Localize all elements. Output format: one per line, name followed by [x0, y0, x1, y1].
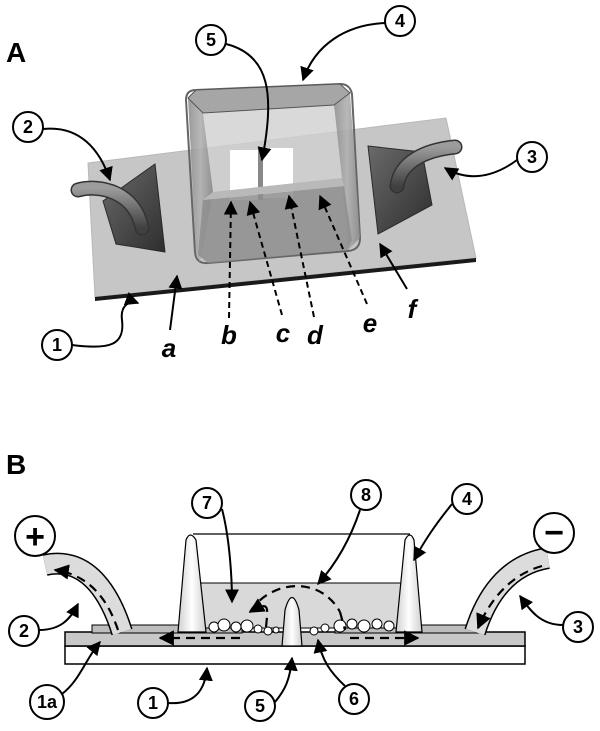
plus-terminal: + — [14, 515, 56, 557]
svg-text:+: + — [25, 518, 45, 556]
left-electrode — [70, 163, 166, 253]
callout-b-7: 7 — [191, 487, 239, 604]
left-wire — [42, 552, 133, 636]
svg-text:a: a — [162, 333, 176, 363]
svg-text:6: 6 — [349, 689, 359, 709]
svg-text:3: 3 — [527, 147, 537, 167]
svg-text:f: f — [408, 294, 419, 324]
callout-a-1: 1 — [41, 292, 140, 361]
label-a: a — [162, 274, 183, 363]
svg-text:1: 1 — [52, 335, 62, 355]
svg-text:3: 3 — [573, 617, 583, 637]
svg-text:4: 4 — [395, 11, 405, 31]
svg-text:b: b — [221, 320, 237, 350]
callout-b-4: 4 — [413, 483, 483, 562]
panel-a: A — [6, 5, 548, 363]
label-b: b — [221, 200, 238, 350]
svg-text:−: − — [544, 514, 564, 552]
svg-text:1a: 1a — [37, 692, 58, 712]
svg-text:8: 8 — [361, 485, 371, 505]
reservoir-box — [184, 82, 362, 265]
substrate-base — [64, 645, 526, 665]
callout-a-3: 3 — [443, 141, 548, 181]
bubbles — [208, 618, 395, 636]
callout-a-4: 4 — [300, 5, 416, 82]
right-electrode — [367, 139, 463, 235]
callout-b-3: 3 — [519, 594, 594, 643]
minus-terminal: − — [533, 512, 575, 554]
svg-text:4: 4 — [462, 489, 472, 509]
current-path — [53, 564, 543, 646]
svg-text:c: c — [276, 318, 291, 348]
callout-b-8: 8 — [317, 479, 382, 586]
svg-text:1: 1 — [148, 693, 158, 713]
svg-text:5: 5 — [206, 30, 216, 50]
label-d: d — [284, 194, 324, 350]
callout-b-5: 5 — [244, 656, 298, 722]
panel-a-letter: A — [6, 37, 26, 68]
panel-b: B — [6, 449, 594, 722]
callout-b-1a: 1a — [29, 640, 101, 720]
svg-text:d: d — [307, 320, 324, 350]
label-c: c — [246, 200, 291, 348]
central-partition — [281, 596, 303, 647]
callout-a-2: 2 — [12, 111, 113, 182]
right-wire — [464, 547, 551, 636]
label-f: f — [379, 242, 419, 324]
svg-text:e: e — [363, 308, 377, 338]
callout-a-5: 5 — [195, 24, 272, 162]
svg-text:2: 2 — [23, 117, 33, 137]
callout-b-1: 1 — [137, 666, 213, 719]
left-wall — [177, 534, 207, 633]
svg-text:2: 2 — [19, 621, 29, 641]
panel-b-letter: B — [6, 449, 26, 480]
label-e: e — [318, 194, 377, 338]
callout-b-2: 2 — [8, 602, 79, 647]
svg-text:5: 5 — [255, 696, 265, 716]
svg-text:7: 7 — [202, 493, 212, 513]
callout-b-6: 6 — [313, 638, 370, 715]
